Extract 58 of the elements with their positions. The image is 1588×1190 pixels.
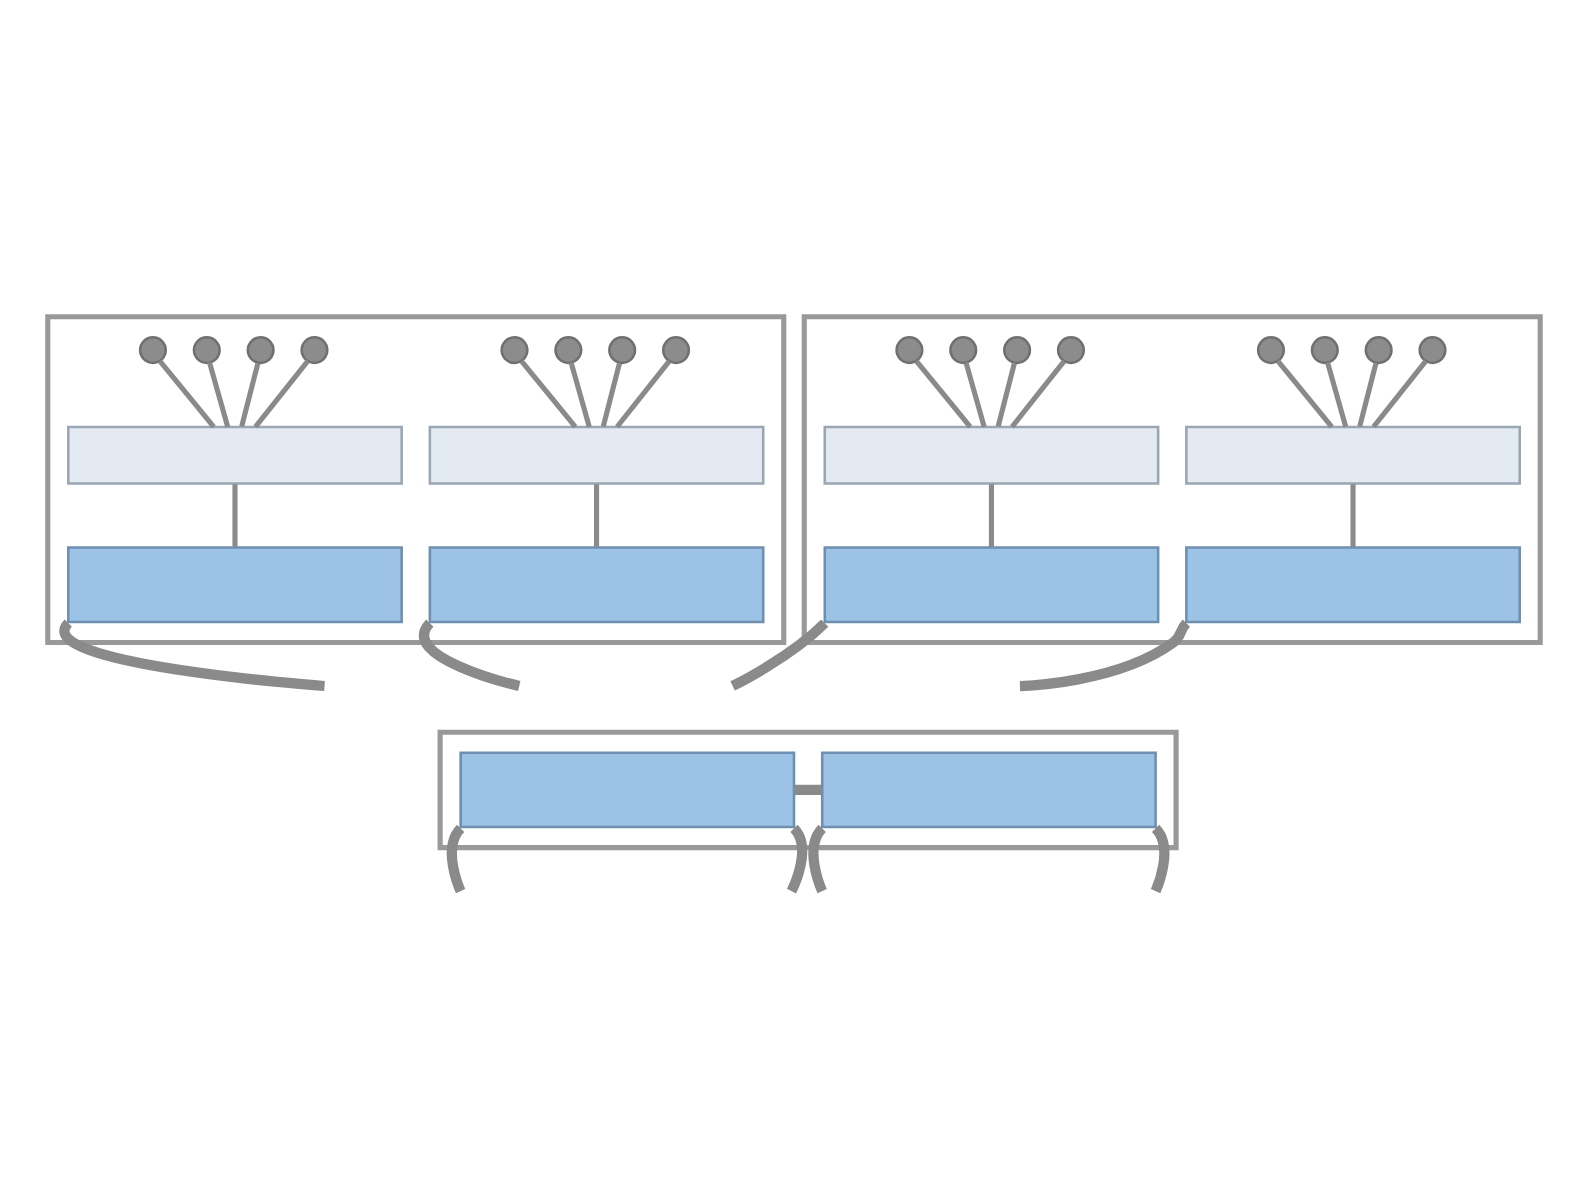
connector: [419, 620, 521, 691]
connector: [615, 359, 672, 429]
node-circle: [608, 336, 637, 365]
node-circle: [1003, 336, 1032, 365]
node-circle: [1056, 336, 1086, 365]
node-circle: [1256, 336, 1286, 365]
node-box: [428, 425, 765, 485]
node-circle: [1418, 336, 1447, 365]
node-box: [1185, 425, 1521, 485]
node-box: [428, 546, 765, 624]
connector: [239, 362, 261, 427]
node-circle: [1310, 336, 1339, 365]
connector: [519, 359, 578, 429]
connector: [808, 825, 827, 894]
connector: [963, 361, 987, 428]
node-circle: [554, 336, 583, 365]
connector: [1371, 359, 1428, 429]
node-circle: [138, 336, 167, 365]
node-circle: [661, 336, 691, 365]
connector: [730, 619, 829, 691]
connector: [914, 359, 973, 429]
node-box: [820, 751, 1157, 829]
connector: [1275, 359, 1334, 429]
connector: [157, 359, 216, 429]
connector: [232, 484, 238, 547]
node-box: [67, 425, 403, 485]
connector: [1325, 361, 1349, 428]
node-box: [459, 751, 796, 829]
connector: [1019, 619, 1191, 692]
node-box: [67, 546, 403, 624]
connector: [794, 784, 822, 795]
cluster: [437, 729, 1179, 851]
node-circle: [192, 336, 221, 365]
connector: [988, 484, 994, 547]
connector: [786, 825, 808, 894]
node-circle: [500, 336, 529, 365]
connector: [1010, 359, 1067, 429]
connector: [568, 361, 592, 428]
node-circle: [246, 336, 275, 365]
connector: [60, 621, 325, 692]
node-circle: [895, 336, 924, 365]
connector: [446, 825, 466, 894]
connector: [1357, 362, 1379, 427]
connector: [207, 361, 231, 428]
cluster: [45, 314, 787, 645]
cluster: [801, 314, 1543, 645]
connector: [594, 484, 600, 547]
connector: [253, 359, 310, 429]
node-circle: [1364, 336, 1393, 365]
node-box: [823, 425, 1160, 485]
connector: [1350, 484, 1356, 547]
node-box: [1185, 546, 1521, 624]
connector: [1150, 825, 1170, 894]
node-circle: [949, 336, 978, 365]
connector: [995, 362, 1017, 427]
node-circle: [300, 336, 329, 365]
node-box: [823, 546, 1160, 624]
connector: [600, 362, 622, 427]
